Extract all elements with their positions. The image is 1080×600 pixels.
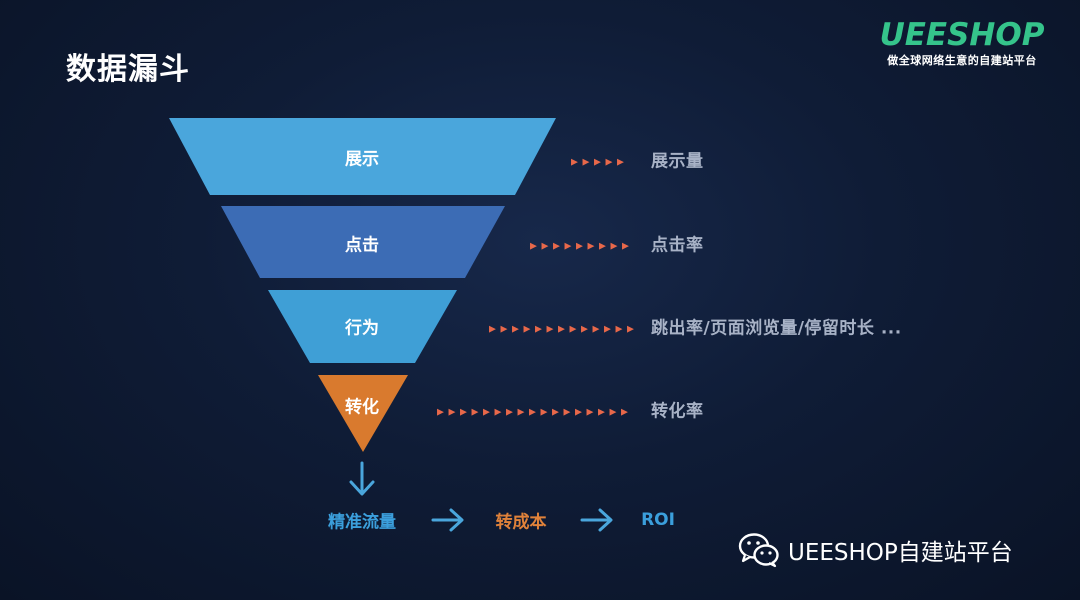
funnel-stage-shape-behavior [268, 290, 457, 363]
small-arrow-icon: ▶ [575, 407, 582, 418]
flow-arrow-icon [580, 508, 613, 532]
small-arrow-icon: ▶ [517, 407, 525, 418]
small-arrow-icon: ▶ [483, 407, 490, 418]
small-arrow-icon: ▶ [622, 241, 629, 252]
small-arrow-icon: ▶ [494, 407, 502, 418]
funnel-stage-label: 转化 [345, 397, 379, 418]
small-arrow-icon: ▶ [489, 324, 496, 335]
small-arrow-icon: ▶ [609, 407, 617, 418]
small-arrow-icon: ▶ [471, 407, 479, 418]
small-arrow-icon: ▶ [594, 157, 601, 168]
flow-arrow-icon [431, 508, 464, 532]
small-arrow-icon: ▶ [540, 407, 548, 418]
flow-item-precise-traffic: 精准流量 [328, 512, 396, 533]
stage-metric: 展示量 [651, 151, 704, 172]
small-arrow-icon: ▶ [523, 324, 531, 335]
dotted-arrow-row: ▶ ▶ ▶ ▶ ▶ ▶ ▶ ▶ ▶ [530, 234, 634, 253]
small-arrow-icon: ▶ [500, 324, 508, 335]
small-arrow-icon: ▶ [610, 241, 618, 252]
watermark-text: UEESHOP自建站平台 [788, 540, 1013, 566]
small-arrow-icon: ▶ [558, 324, 565, 335]
small-arrow-icon: ▶ [506, 407, 513, 418]
funnel-stage-label: 行为 [345, 318, 379, 339]
wechat-watermark: UEESHOP自建站平台 [738, 532, 1013, 568]
stage-metric: 点击率 [651, 235, 704, 256]
small-arrow-icon: ▶ [604, 324, 611, 335]
small-arrow-icon: ▶ [529, 407, 536, 418]
small-arrow-icon: ▶ [586, 407, 594, 418]
dotted-arrow-row: ▶ ▶ ▶ ▶ ▶ ▶ ▶ ▶ ▶ ▶ ▶ ▶ ▶ ▶ ▶ ▶ ▶ [437, 400, 633, 419]
funnel-stage-shape-display [169, 118, 556, 195]
small-arrow-icon: ▶ [605, 157, 613, 168]
funnel-stage-label: 展示 [345, 149, 379, 170]
dotted-arrow-row: ▶ ▶ ▶ ▶ ▶ [571, 150, 629, 169]
small-arrow-icon: ▶ [530, 241, 537, 252]
small-arrow-icon: ▶ [569, 324, 577, 335]
small-arrow-icon: ▶ [512, 324, 519, 335]
small-arrow-icon: ▶ [448, 407, 456, 418]
small-arrow-icon: ▶ [581, 324, 588, 335]
small-arrow-icon: ▶ [592, 324, 600, 335]
small-arrow-icon: ▶ [576, 241, 583, 252]
small-arrow-icon: ▶ [541, 241, 549, 252]
small-arrow-icon: ▶ [552, 407, 559, 418]
wechat-icon [738, 533, 779, 568]
small-arrow-icon: ▶ [615, 324, 623, 335]
stage-metric: 转化率 [651, 401, 704, 422]
brand-logo: UEESHOP 做全球网络生意的自建站平台 [872, 18, 1052, 68]
small-arrow-icon: ▶ [460, 407, 467, 418]
funnel-stage-shape-conversion [318, 375, 408, 452]
small-arrow-icon: ▶ [621, 407, 628, 418]
flow-item-roi: ROI [641, 510, 675, 530]
logo-wordmark: UEESHOP [879, 17, 1045, 53]
small-arrow-icon: ▶ [582, 157, 590, 168]
funnel-stage-shape-click [221, 206, 505, 278]
small-arrow-icon: ▶ [563, 407, 571, 418]
small-arrow-icon: ▶ [571, 157, 578, 168]
down-arrow-icon [349, 461, 375, 496]
small-arrow-icon: ▶ [587, 241, 595, 252]
flow-item-conversion-cost: 转成本 [495, 512, 547, 533]
small-arrow-icon: ▶ [437, 407, 444, 418]
small-arrow-icon: ▶ [553, 241, 560, 252]
stage-metric: 跳出率/页面浏览量/停留时长 ... [651, 318, 902, 339]
small-arrow-icon: ▶ [598, 407, 605, 418]
small-arrow-icon: ▶ [599, 241, 606, 252]
page-title: 数据漏斗 [66, 52, 190, 87]
small-arrow-icon: ▶ [627, 324, 634, 335]
small-arrow-icon: ▶ [546, 324, 554, 335]
small-arrow-icon: ▶ [564, 241, 572, 252]
dotted-arrow-row: ▶ ▶ ▶ ▶ ▶ ▶ ▶ ▶ ▶ ▶ ▶ ▶ ▶ [489, 317, 639, 336]
logo-tagline: 做全球网络生意的自建站平台 [887, 54, 1037, 67]
funnel-stage-label: 点击 [345, 235, 379, 256]
small-arrow-icon: ▶ [535, 324, 542, 335]
small-arrow-icon: ▶ [617, 157, 624, 168]
